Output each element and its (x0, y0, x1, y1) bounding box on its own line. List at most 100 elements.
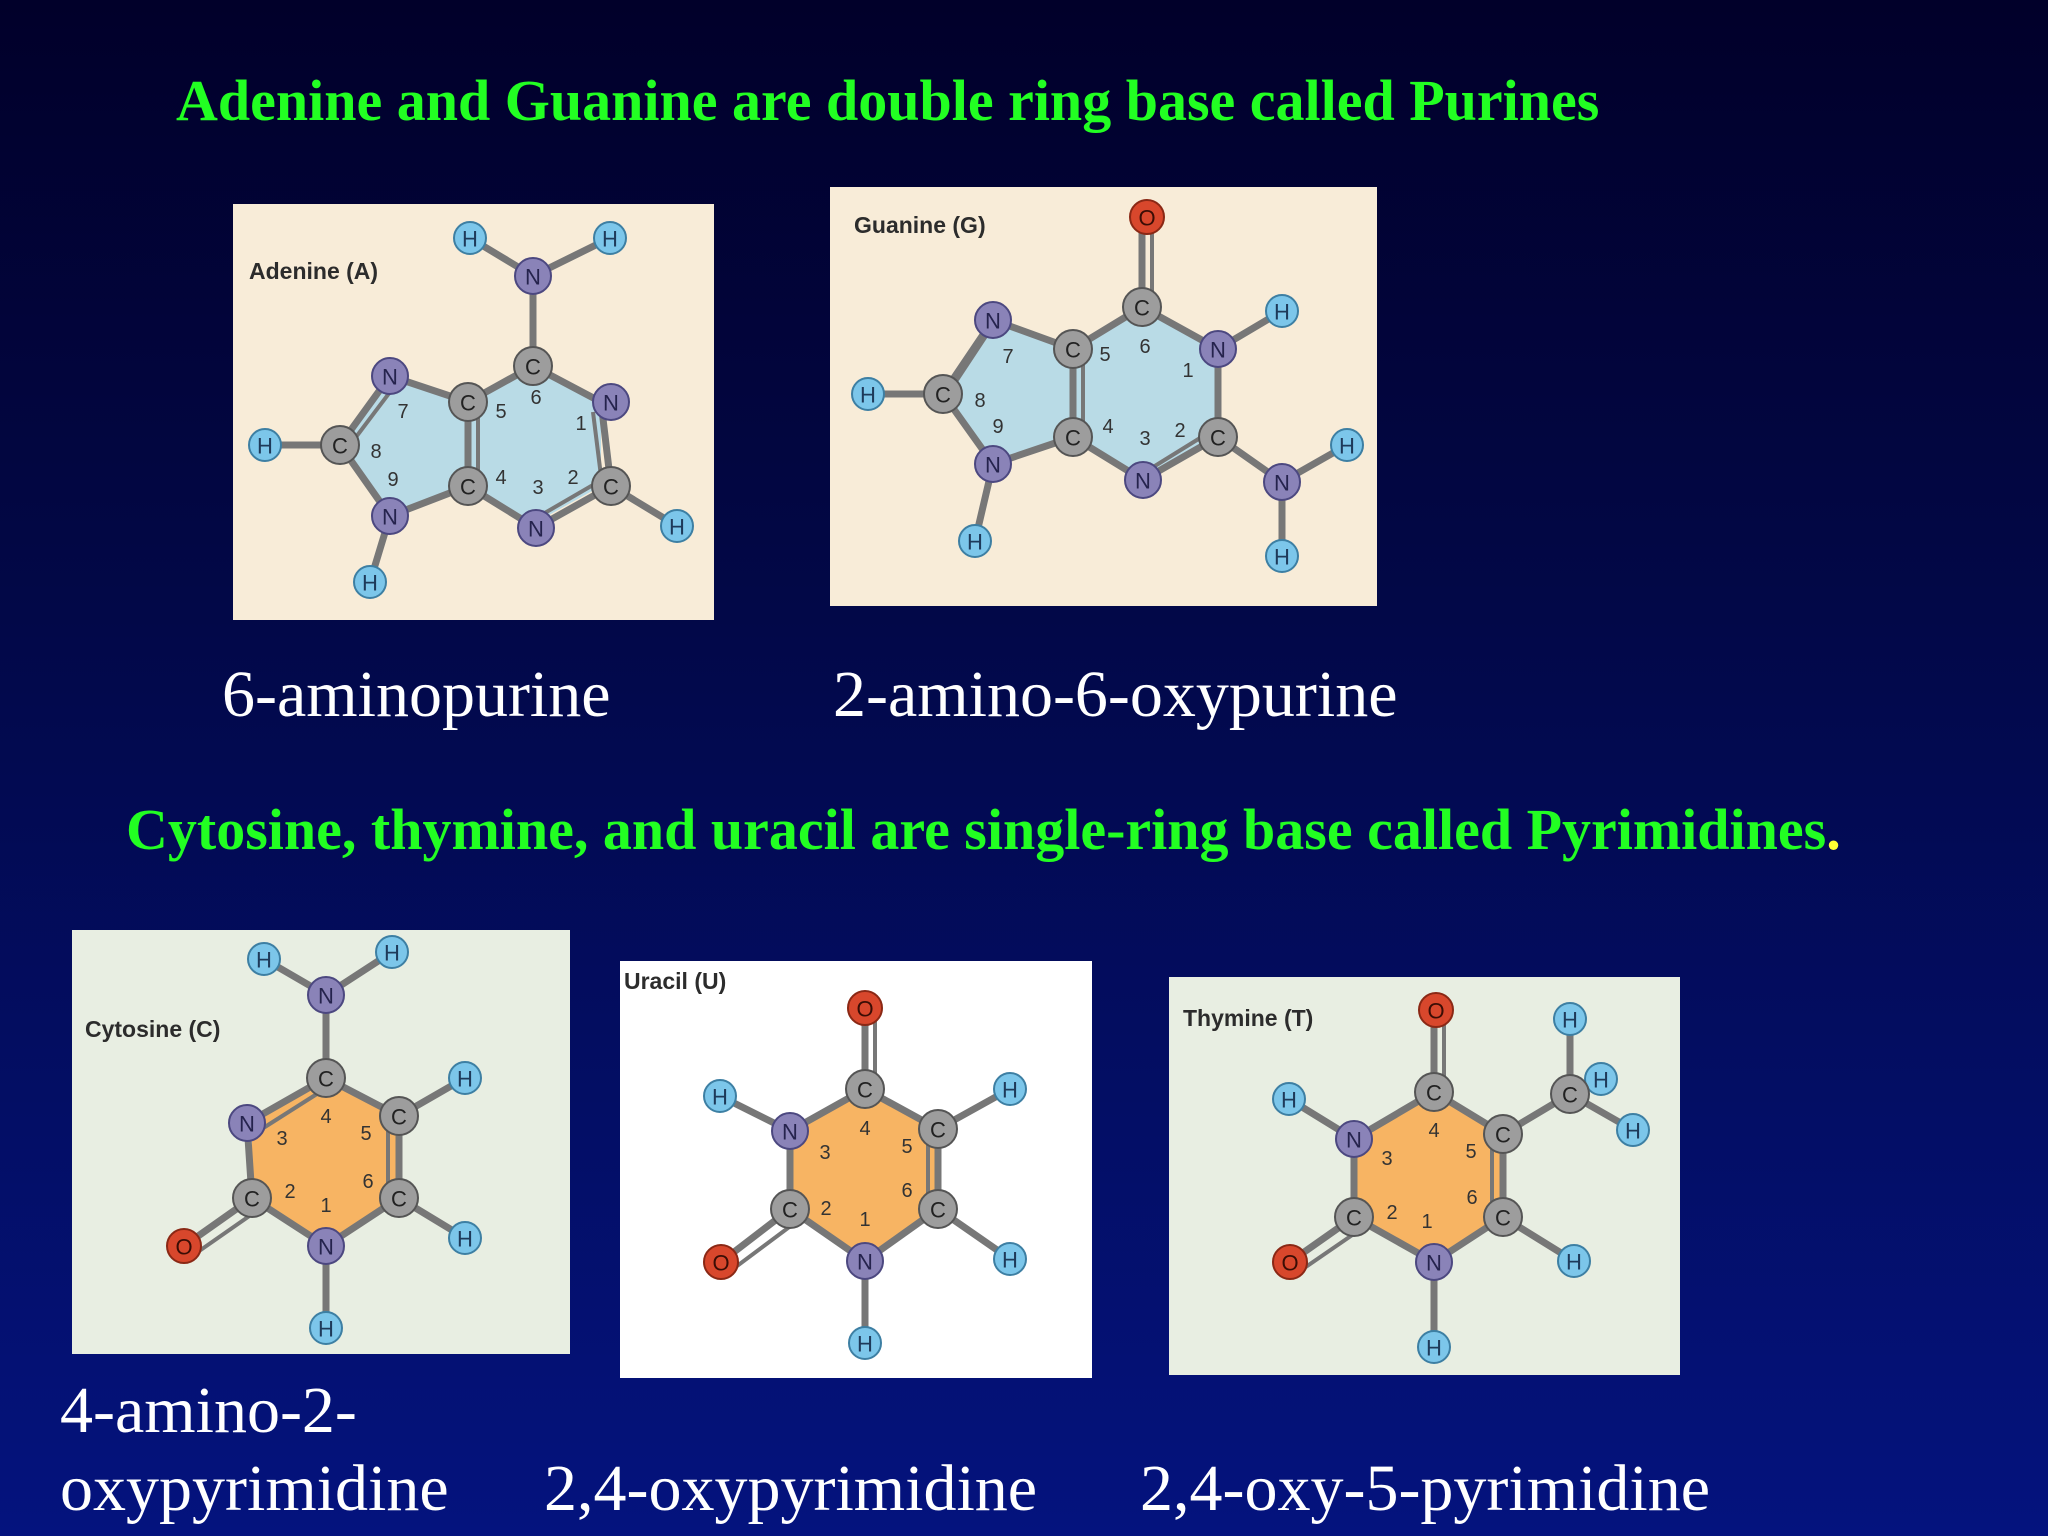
svg-text:7: 7 (397, 401, 408, 423)
svg-text:N: N (985, 453, 1001, 478)
svg-text:C: C (857, 1078, 873, 1103)
svg-text:H: H (860, 383, 876, 408)
thymine-ring-numbers: 45 61 23 (1381, 1120, 1477, 1233)
svg-text:N: N (1426, 1251, 1442, 1276)
svg-text:6: 6 (530, 387, 541, 409)
svg-text:H: H (602, 227, 618, 252)
svg-text:H: H (257, 434, 273, 459)
svg-text:4: 4 (495, 467, 506, 489)
svg-text:H: H (1562, 1008, 1578, 1033)
adenine-atoms: H H N C C C N C N N C N H H H (248, 221, 694, 599)
uracil-panel: Uracil (U) O C C H C H N H C O N H (620, 961, 1092, 1378)
svg-text:H: H (362, 571, 378, 596)
svg-text:N: N (857, 1250, 873, 1275)
uracil-caption: 2,4-oxypyrimidine (544, 1452, 1038, 1525)
svg-text:6: 6 (362, 1171, 373, 1193)
svg-text:2: 2 (567, 467, 578, 489)
svg-text:4: 4 (859, 1118, 870, 1140)
svg-text:N: N (1135, 469, 1151, 494)
svg-text:3: 3 (819, 1142, 830, 1164)
svg-text:4: 4 (320, 1106, 331, 1128)
svg-text:N: N (382, 365, 398, 390)
svg-text:C: C (391, 1187, 407, 1212)
svg-text:N: N (782, 1120, 798, 1145)
thymine-title: Thymine (T) (1183, 1005, 1314, 1031)
svg-text:H: H (1002, 1248, 1018, 1273)
cytosine-structure: H H N C C H C H N H C O N 45 61 23 (166, 935, 482, 1345)
svg-text:1: 1 (575, 413, 586, 435)
svg-text:H: H (712, 1085, 728, 1110)
guanine-atoms: O C N H C N C C N C N H H N H H (851, 199, 1364, 573)
svg-text:N: N (318, 1235, 334, 1260)
svg-text:C: C (1562, 1083, 1578, 1108)
svg-text:H: H (457, 1227, 473, 1252)
svg-text:H: H (256, 948, 272, 973)
svg-text:N: N (382, 505, 398, 530)
uracil-atoms: O C C H C H N H C O N H (703, 990, 1027, 1360)
svg-text:1: 1 (1182, 360, 1193, 382)
svg-text:C: C (1134, 296, 1150, 321)
guanine-caption: 2-amino-6-oxypurine (833, 658, 1398, 731)
uracil-title: Uracil (U) (624, 968, 727, 994)
purines-heading: Adenine and Guanine are double ring base… (176, 68, 1600, 133)
svg-text:H: H (857, 1332, 873, 1357)
svg-text:C: C (603, 475, 619, 500)
cytosine-ring-fill (252, 1078, 399, 1246)
svg-text:3: 3 (276, 1128, 287, 1150)
svg-text:5: 5 (901, 1136, 912, 1158)
svg-text:H: H (384, 941, 400, 966)
cytosine-ring-numbers: 45 61 23 (276, 1106, 373, 1217)
svg-text:2: 2 (284, 1181, 295, 1203)
svg-text:H: H (967, 530, 983, 555)
svg-text:5: 5 (1099, 344, 1110, 366)
svg-text:6: 6 (1466, 1187, 1477, 1209)
svg-text:1: 1 (859, 1209, 870, 1231)
svg-text:C: C (1346, 1206, 1362, 1231)
svg-text:C: C (1426, 1081, 1442, 1106)
adenine-panel: Adenine (A) H H N C C C N C N N (233, 204, 714, 620)
uracil-structure: O C C H C H N H C O N H 45 61 23 (703, 990, 1027, 1360)
svg-text:H: H (457, 1067, 473, 1092)
adenine-caption: 6-aminopurine (222, 658, 611, 731)
svg-text:N: N (528, 517, 544, 542)
svg-text:5: 5 (1465, 1141, 1476, 1163)
guanine-ring-numbers: 61 23 45 78 9 (974, 336, 1193, 450)
svg-text:O: O (1427, 999, 1444, 1024)
guanine-panel: Guanine (G) O C N H C N C C N (830, 187, 1377, 606)
uracil-ring-numbers: 45 61 23 (819, 1118, 912, 1231)
svg-text:7: 7 (1002, 346, 1013, 368)
thymine-ring-fill (1354, 1092, 1503, 1262)
guanine-ring-fill (943, 307, 1218, 480)
pyrimidines-heading-text: Cytosine, thymine, and uracil are single… (126, 797, 1827, 862)
svg-text:H: H (1002, 1078, 1018, 1103)
svg-text:C: C (782, 1198, 798, 1223)
svg-text:4: 4 (1428, 1120, 1439, 1142)
adenine-structure: H H N C C C N C N N C N H H H 61 23 45 7… (248, 221, 694, 599)
svg-text:1: 1 (1421, 1211, 1432, 1233)
svg-text:2: 2 (820, 1198, 831, 1220)
uracil-ring-fill (790, 1089, 938, 1261)
svg-text:O: O (856, 997, 873, 1022)
svg-text:9: 9 (387, 469, 398, 491)
svg-text:C: C (935, 383, 951, 408)
adenine-title: Adenine (A) (249, 258, 379, 284)
svg-text:8: 8 (974, 390, 985, 412)
pyrimidines-heading: Cytosine, thymine, and uracil are single… (126, 801, 1841, 859)
svg-text:C: C (244, 1187, 260, 1212)
svg-text:O: O (1138, 206, 1155, 231)
guanine-structure: O C N H C N C C N C N H H N H H 61 23 45… (851, 199, 1364, 573)
svg-text:2: 2 (1386, 1202, 1397, 1224)
svg-text:C: C (1065, 338, 1081, 363)
svg-text:4: 4 (1102, 416, 1113, 438)
svg-text:N: N (525, 265, 541, 290)
svg-text:C: C (460, 475, 476, 500)
cytosine-panel: Cytosine (C) H H N C C H C H N H C (72, 930, 570, 1354)
svg-text:C: C (1065, 426, 1081, 451)
svg-text:H: H (1426, 1336, 1442, 1361)
svg-text:H: H (1339, 434, 1355, 459)
svg-text:O: O (712, 1251, 729, 1276)
cytosine-title: Cytosine (C) (85, 1016, 221, 1042)
svg-text:C: C (460, 391, 476, 416)
svg-text:H: H (669, 515, 685, 540)
svg-text:H: H (462, 227, 478, 252)
